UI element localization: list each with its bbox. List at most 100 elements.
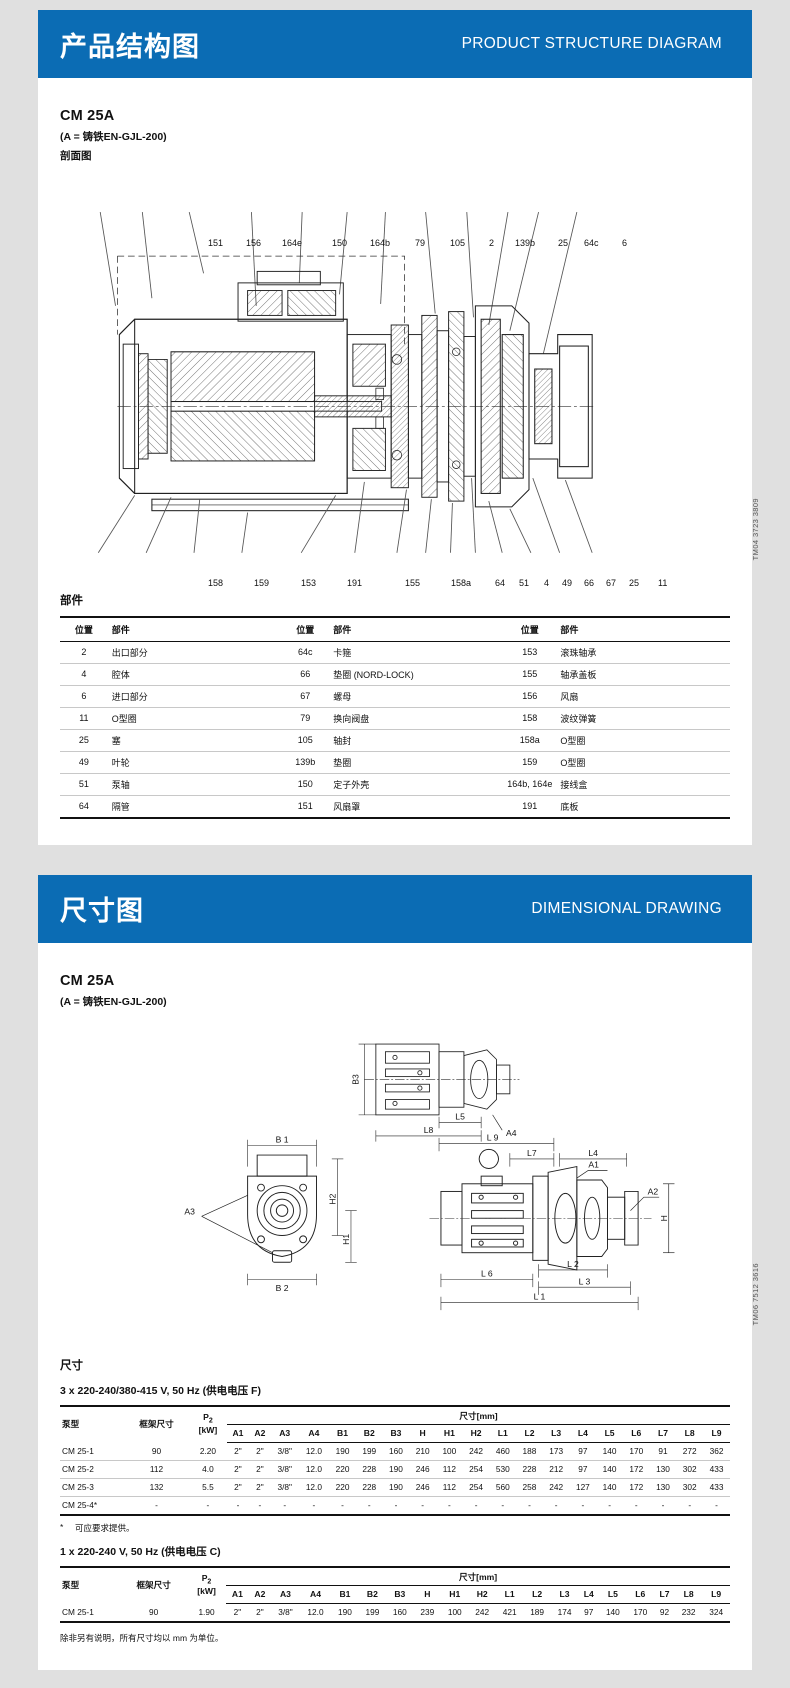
parts-pos: 79 bbox=[281, 707, 330, 730]
dims-val: 160 bbox=[382, 1442, 410, 1461]
parts-header-pos-2: 位置 bbox=[281, 615, 330, 642]
callout-bottom-8: 4 bbox=[544, 578, 550, 588]
dims-f-col-L2: L2 bbox=[516, 1424, 543, 1443]
dims-c-col-row: A1 A2 A3 A4 B1 B2 B3 H H1 H2 L1 L2 bbox=[60, 1585, 730, 1604]
dims-val: - bbox=[596, 1496, 623, 1516]
table-f-caption: 3 x 220-240/380-415 V, 50 Hz (供电电压 F) bbox=[60, 1384, 261, 1397]
dims-val: 246 bbox=[409, 1478, 437, 1497]
parts-name: 定子外壳 bbox=[329, 773, 504, 796]
dims-val: 140 bbox=[596, 1478, 623, 1497]
parts-name: 卡箍 bbox=[329, 641, 504, 664]
dims-val: 3/8" bbox=[270, 1460, 299, 1479]
parts-name: 腔体 bbox=[107, 663, 282, 686]
parts-pos: 51 bbox=[60, 773, 108, 796]
table-row: CM 25-2 112 4.0 2" 2" 3/8" 12.0 220 228 … bbox=[60, 1460, 730, 1479]
dims-f-stub-power: P2 [kW] bbox=[188, 1404, 227, 1443]
dims-f-col-L5: L5 bbox=[596, 1424, 623, 1443]
dims-f-col-A3: A3 bbox=[270, 1424, 299, 1443]
parts-name: 底板 bbox=[556, 795, 730, 819]
section1-header-band: 产品结构图 PRODUCT STRUCTURE DIAGRAM bbox=[38, 10, 752, 78]
dim-label-L1: L 1 bbox=[534, 1291, 546, 1301]
section-product-structure: 产品结构图 PRODUCT STRUCTURE DIAGRAM CM 25A (… bbox=[0, 10, 790, 845]
dims-val: - bbox=[298, 1496, 330, 1516]
dim-label-H: H bbox=[659, 1215, 669, 1221]
dims-val: 228 bbox=[516, 1460, 543, 1479]
dims-val: 3/8" bbox=[270, 1442, 299, 1461]
parts-pos: 156 bbox=[503, 685, 557, 708]
parts-name: 塞 bbox=[107, 729, 282, 752]
dims-model: CM 25-2 bbox=[60, 1460, 125, 1479]
table-row: 25 塞 105 轴封 158a O型圈 bbox=[60, 729, 730, 752]
dims-val: - bbox=[382, 1496, 410, 1516]
dims-val: 112 bbox=[436, 1460, 463, 1479]
dims-val: 140 bbox=[599, 1603, 627, 1623]
table-row: 11 O型圈 79 换向阀盘 158 波纹弹簧 bbox=[60, 707, 730, 730]
parts-header-pos-3: 位置 bbox=[503, 615, 557, 642]
dims-val: 91 bbox=[649, 1442, 677, 1461]
dims-val: - bbox=[649, 1496, 677, 1516]
section1-body: CM 25A (A = 铸铁EN-GJL-200) 剖面图 bbox=[38, 78, 760, 845]
callout-bottom-1: 159 bbox=[254, 578, 270, 588]
parts-pos: 139b bbox=[281, 751, 330, 774]
dims-val: 127 bbox=[569, 1478, 597, 1497]
dims-val: - bbox=[227, 1496, 249, 1516]
dims-c-col-L2: L2 bbox=[523, 1585, 551, 1604]
parts-pos: 153 bbox=[503, 641, 557, 664]
dims-f-stub-frame: 框架尺寸 bbox=[124, 1404, 189, 1443]
bottom-spacer bbox=[0, 1669, 790, 1688]
dims-val: 2" bbox=[226, 1603, 249, 1623]
parts-header-name-2: 部件 bbox=[329, 615, 504, 642]
dims-f-col-B2: B2 bbox=[355, 1424, 383, 1443]
dims-val: 170 bbox=[622, 1442, 650, 1461]
table-row: 2 出口部分 64c 卡箍 153 滚珠轴承 bbox=[60, 641, 730, 664]
callout-bottom-6: 64 bbox=[495, 578, 506, 588]
parts-pos: 159 bbox=[503, 751, 557, 774]
dims-val: 100 bbox=[441, 1603, 469, 1623]
section1-view-label: 剖面图 bbox=[60, 150, 92, 162]
dims-model: CM 25-4* bbox=[60, 1496, 125, 1516]
dimension-table-single-phase-body: CM 25-1 90 1.90 2" 2" 3/8" 12.0 190 199 … bbox=[60, 1603, 730, 1623]
dims-f-col-L7: L7 bbox=[649, 1424, 677, 1443]
dims-c-col-B2: B2 bbox=[358, 1585, 387, 1604]
dims-val: 433 bbox=[703, 1460, 730, 1479]
dims-val: 2" bbox=[248, 1442, 271, 1461]
dims-c-col-L6: L6 bbox=[626, 1585, 655, 1604]
dims-c-col-A2: A2 bbox=[248, 1585, 272, 1604]
dims-val: 199 bbox=[355, 1442, 383, 1461]
section2-header-band: 尺寸图 DIMENSIONAL DRAWING bbox=[38, 874, 752, 943]
parts-name: 轴封 bbox=[329, 729, 504, 752]
dims-c-col-B1: B1 bbox=[331, 1585, 359, 1604]
parts-header-pos-1: 位置 bbox=[60, 615, 108, 642]
dims-f-col-B1: B1 bbox=[329, 1424, 356, 1443]
parts-name: 波纹弹簧 bbox=[556, 707, 730, 730]
dimension-table-single-phase: 泵型 框架尺寸 P2 [kW] 尺寸[mm] A1 A2 A3 bbox=[60, 1565, 730, 1623]
callout-bottom-0: 158 bbox=[208, 578, 224, 588]
dims-c-power-unit: [kW] bbox=[197, 1585, 216, 1596]
parts-pos: 191 bbox=[503, 795, 557, 819]
dims-frame: 90 bbox=[124, 1442, 189, 1461]
dims-f-col-H: H bbox=[409, 1424, 437, 1443]
parts-name: 换向阀盘 bbox=[329, 707, 504, 730]
callout-bottom-9: 49 bbox=[562, 578, 573, 588]
dims-val: 2" bbox=[227, 1442, 249, 1461]
section-spacer bbox=[0, 844, 790, 875]
parts-table: 位置 部件 位置 部件 位置 部件 2 出口部分 64c bbox=[60, 615, 730, 819]
dims-val: 92 bbox=[654, 1603, 675, 1623]
footnote-star: * bbox=[60, 1521, 64, 1532]
dims-val: 242 bbox=[468, 1603, 496, 1623]
dims-val: 100 bbox=[436, 1442, 463, 1461]
parts-name: 风扇罩 bbox=[329, 795, 504, 819]
parts-header-name-3: 部件 bbox=[556, 615, 730, 642]
table-row: 64 隔管 151 风扇罩 191 底板 bbox=[60, 795, 730, 819]
cross-section-drawing bbox=[60, 191, 730, 574]
parts-name: O型圈 bbox=[556, 729, 730, 752]
dim-label-A4: A4 bbox=[506, 1128, 517, 1138]
callout-bottom-4: 155 bbox=[405, 578, 421, 588]
dims-c-power-symbol: P bbox=[201, 1573, 208, 1584]
callout-top-10: 64c bbox=[584, 238, 599, 248]
dims-f-col-L9: L9 bbox=[703, 1424, 730, 1443]
dims-p2: 4.0 bbox=[188, 1460, 227, 1479]
dims-f-power-subscript: 2 bbox=[208, 1418, 213, 1426]
dims-f-col-A2: A2 bbox=[248, 1424, 271, 1443]
callout-bottom-7: 51 bbox=[519, 578, 530, 588]
